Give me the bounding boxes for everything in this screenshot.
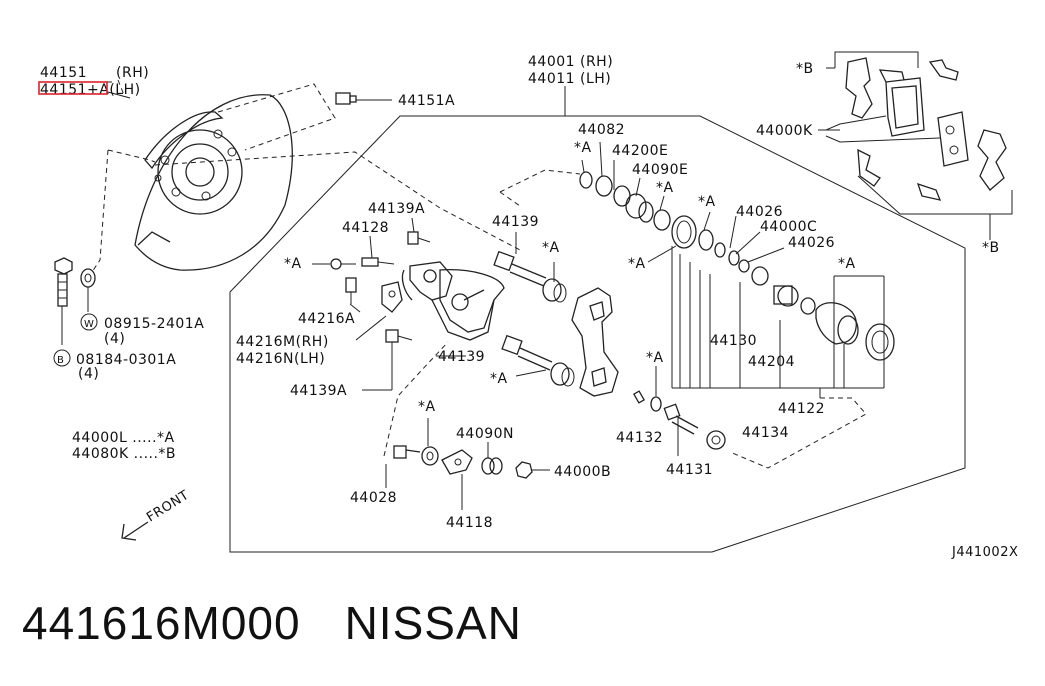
clip-44118 — [441, 449, 473, 475]
bolt-44151a — [335, 92, 392, 105]
label-w-code: 08915-2401A — [104, 316, 204, 332]
highlight-box — [38, 81, 108, 95]
pin-44132 — [633, 390, 662, 412]
label-44131: 44131 — [666, 462, 713, 478]
label-star-a-4: *A — [628, 256, 646, 272]
caliper-bracket — [571, 287, 619, 397]
caliper-assembly-frame — [229, 115, 966, 553]
label-44026-bot: 44026 — [788, 235, 835, 251]
label-star-a-10: *A — [418, 399, 436, 415]
label-44011: 44011 (LH) — [528, 71, 611, 87]
label-44000k: 44000K — [756, 123, 813, 139]
washer-08915 — [80, 268, 96, 312]
label-44000b: 44000B — [554, 464, 611, 480]
label-star-a-3: *A — [698, 194, 716, 210]
label-44128: 44128 — [342, 220, 389, 236]
front-arrow — [121, 521, 149, 541]
washer-44134 — [706, 430, 726, 450]
label-star-a-8: *A — [490, 371, 508, 387]
label-44139-top: 44139 — [492, 214, 539, 230]
bolt-08184 — [54, 257, 73, 345]
boot-lower — [421, 446, 439, 466]
legend-kit-k: 44080K .....*B — [72, 446, 176, 462]
label-44000c: 44000C — [760, 219, 817, 235]
label-star-b-top: *B — [796, 61, 814, 77]
bleeder-44128 — [361, 257, 395, 267]
spring-44090n — [481, 457, 503, 475]
part-title: 441616M000 NISSAN — [22, 596, 522, 650]
label-44001: 44001 (RH) — [528, 54, 613, 70]
label-44130: 44130 — [710, 333, 757, 349]
label-star-a-9: *A — [646, 350, 664, 366]
front-label: FRONT — [144, 488, 192, 526]
label-44216n: 44216N(LH) — [236, 351, 325, 367]
label-44151a-lh: 44151+A(LH) — [40, 82, 141, 98]
label-44090n: 44090N — [456, 426, 514, 442]
seal-kit — [579, 171, 895, 361]
bolt-44131 — [663, 403, 699, 435]
label-b-qty: (4) — [78, 366, 99, 382]
label-44028: 44028 — [350, 490, 397, 506]
brand-name: NISSAN — [344, 597, 522, 649]
label-b-mark: B — [57, 355, 64, 366]
label-star-a-7: *A — [284, 256, 302, 272]
label-44200e: 44200E — [612, 143, 668, 159]
label-star-a-6: *A — [542, 240, 560, 256]
label-44216a: 44216A — [298, 311, 355, 327]
label-44082: 44082 — [578, 122, 625, 138]
bracket-44216 — [381, 281, 403, 313]
label-44139-mid: 44139 — [438, 349, 485, 365]
label-44151a: 44151A — [398, 93, 455, 109]
bolt-44139a-upper — [407, 231, 431, 245]
label-star-a-5: *A — [838, 256, 856, 272]
label-44118: 44118 — [446, 515, 493, 531]
caliper-body — [401, 261, 505, 341]
bolt-44028 — [393, 445, 421, 459]
part-number: 441616M000 — [22, 597, 301, 649]
label-rh: (RH) — [116, 65, 149, 81]
label-44122: 44122 — [778, 401, 825, 417]
nut-44000b — [515, 461, 533, 479]
label-44151: 44151 — [40, 65, 87, 81]
label-44139a-bot: 44139A — [290, 383, 347, 399]
label-44139a-top: 44139A — [368, 201, 425, 217]
label-b-code: 08184-0301A — [76, 352, 176, 368]
backing-plate — [134, 94, 293, 271]
label-44134: 44134 — [742, 425, 789, 441]
legend-kit-l: 44000L .....*A — [72, 430, 175, 446]
bolt-small-a — [330, 258, 356, 270]
label-44132: 44132 — [616, 430, 663, 446]
label-star-a-1: *A — [574, 140, 592, 156]
leader-44122 — [671, 246, 885, 398]
pad-kit — [818, 51, 1013, 240]
b-mark-circle — [53, 349, 71, 367]
guide-pin-lower — [501, 334, 575, 387]
label-w-mark: W — [84, 319, 94, 330]
label-star-b-bot: *B — [982, 240, 1000, 256]
w-mark-circle — [80, 313, 98, 331]
label-44026-top: 44026 — [736, 204, 783, 220]
bolt-44216a — [345, 277, 357, 304]
diagram-code: J441002X — [951, 545, 1018, 560]
label-44090e: 44090E — [632, 162, 688, 178]
guide-pin-upper — [493, 250, 567, 303]
label-w-qty: (4) — [104, 331, 125, 347]
label-44204: 44204 — [748, 354, 795, 370]
bolt-44139a-lower — [385, 329, 413, 343]
label-star-a-2: *A — [656, 180, 674, 196]
label-44216m: 44216M(RH) — [236, 334, 329, 350]
